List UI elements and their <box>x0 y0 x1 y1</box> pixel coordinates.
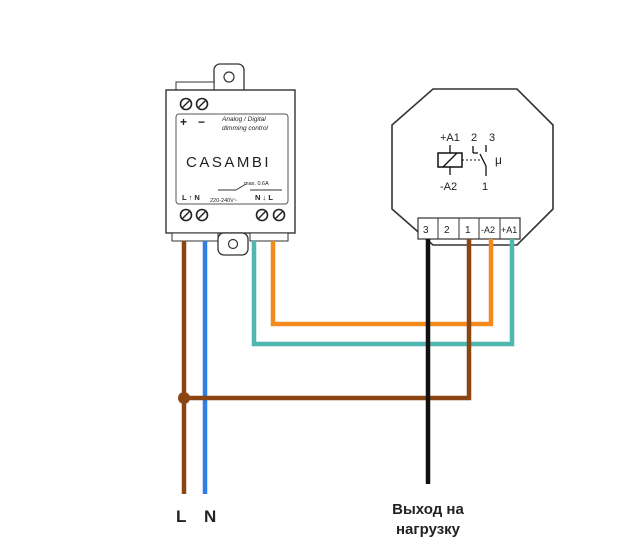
module-label-panel <box>175 113 289 205</box>
output-switch-blade <box>235 183 247 191</box>
relay-pin-2: 2 <box>471 132 477 144</box>
relay-terminal-label: 2 <box>444 225 450 236</box>
function-line2: dimming control <box>222 125 268 132</box>
relay-terminal-label: -A2 <box>481 225 495 235</box>
relay-terminal-strip: 3 2 1 -A2 +A1 <box>417 217 521 240</box>
relay-pin-a1: +A1 <box>440 132 460 144</box>
relay-contact-icon <box>462 145 487 176</box>
mounting-hole-icon <box>223 71 235 83</box>
output-connector-block <box>249 232 289 242</box>
neutral-label: N <box>204 507 216 526</box>
relay-terminal-label: +A1 <box>501 225 517 235</box>
top-terminal-plus: + <box>180 115 187 129</box>
mounting-hole-icon <box>227 238 239 250</box>
relay-box: +A1 2 3 μ -A2 1 3 2 1 -A2 <box>391 88 554 246</box>
bottom-screw-terminals <box>179 208 286 222</box>
live-branch-wire <box>184 239 472 401</box>
output-label-line2: нагрузку <box>396 521 461 538</box>
junction-dot-icon <box>178 392 190 404</box>
top-screw-terminals <box>179 97 209 111</box>
relay-terminal-label: 1 <box>465 225 471 236</box>
relay-octagon <box>391 88 554 246</box>
wires <box>178 239 515 494</box>
top-terminal-minus: − <box>198 115 205 129</box>
input-connector-block <box>171 232 219 242</box>
input-terminal-labels: L ↑ N <box>182 193 200 202</box>
casambi-module: + − Analog / Digital dimming control CAS… <box>165 63 296 256</box>
control-wire-teal <box>251 239 515 347</box>
relay-mu-symbol: μ <box>495 153 502 167</box>
max-load-rating: max. 0.6A <box>244 181 269 187</box>
relay-terminal-label: 3 <box>423 225 429 236</box>
function-line1: Analog / Digital <box>221 116 266 123</box>
brand-logo: CASAMBI <box>186 154 271 171</box>
relay-pin-a2: -A2 <box>440 181 457 193</box>
output-terminal-labels: N ↓ L <box>255 193 273 202</box>
module-top-ridge <box>175 81 215 91</box>
relay-pin-1: 1 <box>482 181 488 193</box>
relay-pin-3: 3 <box>489 132 495 144</box>
voltage-rating: 220-240V~ <box>210 198 237 204</box>
live-label: L <box>176 507 186 526</box>
control-wire-orange <box>270 239 494 327</box>
output-label-line1: Выход на <box>392 501 464 518</box>
